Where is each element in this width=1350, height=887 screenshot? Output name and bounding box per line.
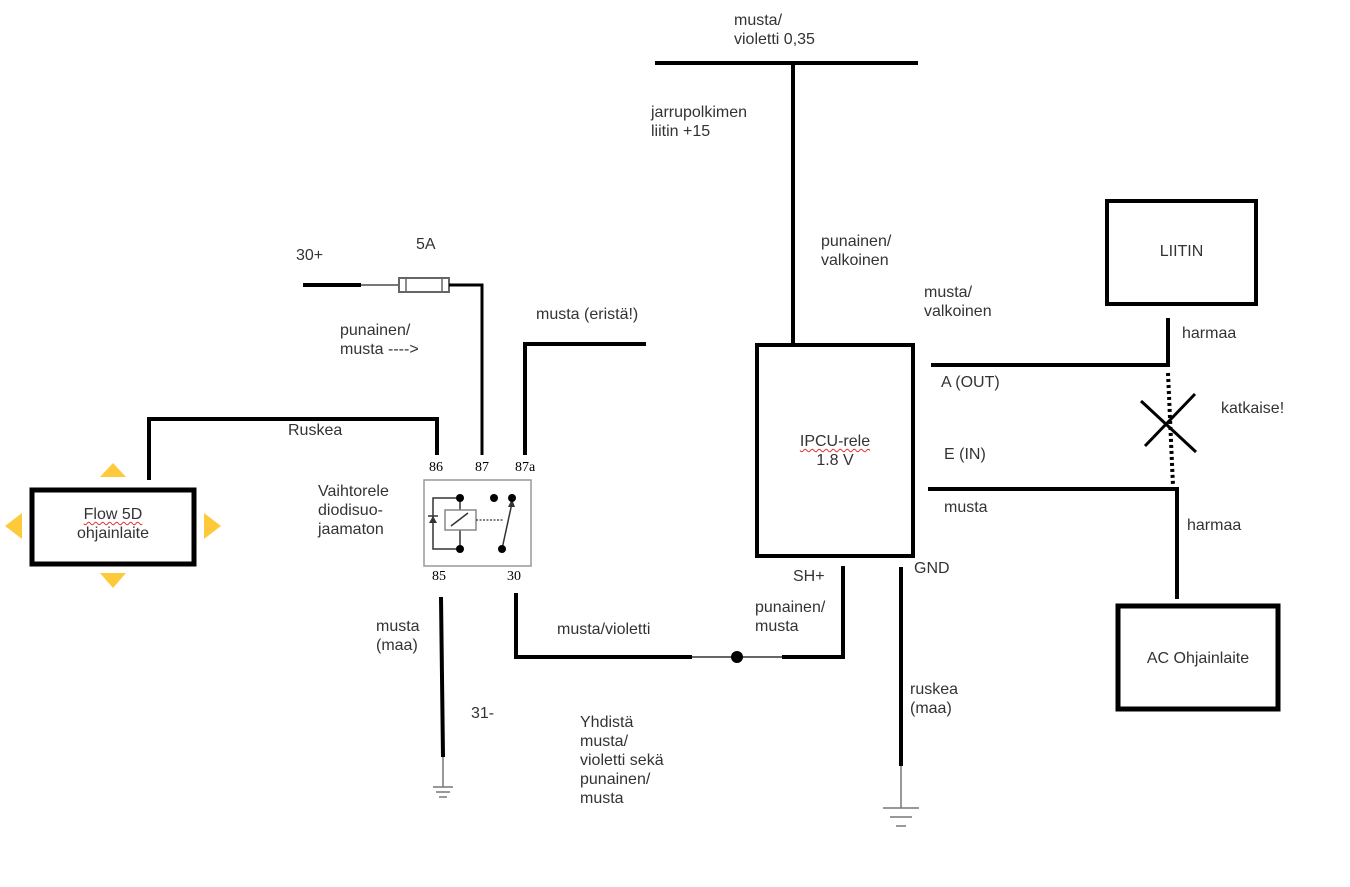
brake-bus-line1: musta/ [734, 12, 783, 29]
gnd-wire-line2: (maa) [910, 700, 952, 717]
harmaa-bottom-label: harmaa [1187, 517, 1242, 534]
pin-e-in-label: E (IN) [944, 446, 986, 463]
ipcu-supply-label: punainen/valkoinen [821, 232, 891, 270]
a-out-wire[interactable] [931, 318, 1170, 367]
fuse-rating-label: 5A [416, 236, 436, 253]
connect-note-label: Yhdistä musta/violetti sekä punainen/musta [580, 713, 664, 808]
ipcu-label: IPCU-rele 1.8 V [757, 432, 913, 470]
splice-junction-icon[interactable] [731, 651, 743, 663]
fuse-wire-line1: punainen/ [340, 322, 411, 339]
a-out-wire-label: musta/valkoinen [924, 283, 992, 321]
relay-pin-85: 85 [432, 569, 446, 584]
relay-name-label: Vaihtorele diodisuo-jaamaton [318, 482, 389, 539]
liitin-box[interactable] [1105, 199, 1258, 306]
relay-pin-30: 30 [507, 569, 521, 584]
relay-pin-86: 86 [429, 460, 443, 475]
fuse-to-pin87-wire[interactable] [449, 283, 484, 455]
flow5d-box[interactable] [29, 487, 197, 567]
brake-bus-label: musta/violetti 0,35 [734, 11, 815, 49]
pin-a-out-label: A (OUT) [941, 374, 1000, 391]
flow5d-label-line2: ohjainlaite [76, 525, 150, 542]
sh-wire-line1: punainen/ [755, 599, 826, 616]
flow5d-label: Flow 5D ohjainlaite [32, 505, 194, 543]
ground-85-line1: musta [376, 618, 420, 635]
resize-handle-down-icon[interactable] [100, 573, 126, 588]
ipcu-label-line2: 1.8 V [816, 452, 854, 469]
resize-handle-left-icon[interactable] [5, 513, 22, 539]
ruskea-wire[interactable] [147, 417, 439, 480]
ground-symbol-icon [433, 786, 453, 798]
ipcu-supply-line2: valkoinen [821, 252, 889, 269]
e-in-wire-label: musta [944, 499, 988, 516]
fuse-icon[interactable] [398, 277, 450, 293]
brake-bus-line2: violetti 0,35 [734, 31, 815, 48]
brake-connector-line2: liitin +15 [651, 123, 711, 140]
sh-plus-wire[interactable] [782, 566, 845, 659]
flow5d-label-line1: Flow 5D [83, 506, 143, 523]
relay-name-line3: jaamaton [318, 521, 384, 538]
ground-symbol-icon [883, 807, 919, 827]
relay-symbol-icon[interactable] [423, 479, 532, 567]
cut-note-label: katkaise! [1221, 400, 1285, 417]
liitin-label: LIITIN [1159, 243, 1204, 260]
relay-name-line1: Vaihtorele [318, 483, 389, 500]
fuse-wire-line2: musta ----> [340, 341, 419, 358]
pin85-ground-wire[interactable] [439, 596, 445, 758]
relay-name-line2: diodisuo- [318, 502, 383, 519]
resize-handle-right-icon[interactable] [204, 513, 221, 539]
pin30-wire-label: musta/violetti [557, 621, 651, 638]
pin87a-wire[interactable] [523, 342, 646, 455]
relay-pin-87a: 87a [515, 460, 536, 475]
pin30-wire[interactable] [514, 593, 692, 659]
connect-note-line5: musta [580, 790, 624, 807]
pin87a-wire-label: musta (eristä!) [536, 306, 639, 323]
ground-31-label: 31- [471, 705, 495, 722]
cut-x-icon [1139, 392, 1198, 454]
sh-wire-line2: musta [755, 618, 799, 635]
connect-note-line3: violetti sekä [580, 752, 664, 769]
connect-note-line1: Yhdistä [580, 714, 634, 731]
relay-pin-87: 87 [475, 460, 489, 475]
pin-gnd-label: GND [914, 560, 950, 577]
a-out-wire-line2: valkoinen [924, 303, 992, 320]
a-out-wire-line1: musta/ [924, 284, 973, 301]
gnd-wire-label: ruskea (maa) [910, 680, 958, 718]
supply-30-label: 30+ [296, 247, 324, 264]
sh-wire-label: punainen/musta [755, 598, 825, 636]
connect-note-line2: musta/ [580, 733, 629, 750]
ipcu-relay-box[interactable] [755, 343, 915, 558]
brake-connector-line1: jarrupolkimen [651, 104, 748, 121]
resize-handle-up-icon[interactable] [100, 463, 126, 477]
ground-85-label: musta (maa) [376, 617, 420, 655]
ground-85-line2: (maa) [376, 637, 418, 654]
ac-controller-label: AC Ohjainlaite [1146, 650, 1250, 667]
e-in-wire[interactable] [928, 487, 1179, 599]
pin-sh-plus-label: SH+ [793, 568, 825, 585]
ipcu-supply-line1: punainen/ [821, 233, 892, 250]
harmaa-top-label: harmaa [1182, 325, 1237, 342]
gnd-wire-line1: ruskea [910, 681, 959, 698]
ruskea-label: Ruskea [288, 422, 343, 439]
ac-controller-box[interactable] [1115, 603, 1281, 712]
fuse-wire-label: punainen/musta ----> [340, 321, 419, 359]
brake-connector-label: jarrupolkimen liitin +15 [651, 103, 747, 141]
connect-note-line4: punainen/ [580, 771, 651, 788]
ipcu-label-line1: IPCU-rele [799, 433, 871, 450]
